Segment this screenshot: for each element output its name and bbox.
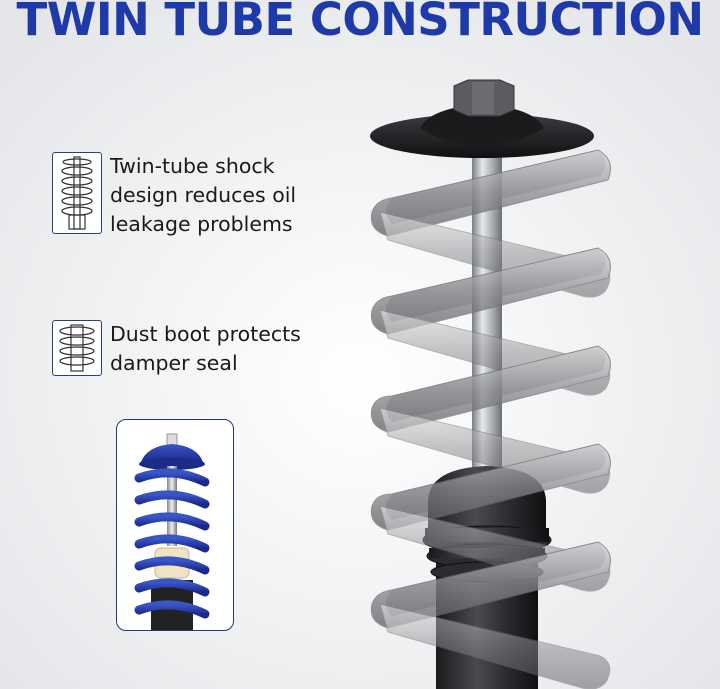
coilover-spring-icon — [52, 152, 102, 234]
feature-dust-boot: Dust boot protects damper seal — [52, 320, 340, 378]
feature-dust-boot-text: Dust boot protects damper seal — [110, 322, 301, 375]
dust-boot-spring-icon — [52, 320, 102, 376]
coilover-product-photo — [116, 419, 234, 631]
spring-coils-front — [370, 149, 611, 689]
page-title: TWIN TUBE CONSTRUCTION — [16, 0, 704, 46]
feature-twin-tube: Twin-tube shock design reduces oil leaka… — [52, 152, 340, 239]
feature-twin-tube-text: Twin-tube shock design reduces oil leaka… — [110, 154, 297, 236]
top-mount — [420, 104, 544, 146]
